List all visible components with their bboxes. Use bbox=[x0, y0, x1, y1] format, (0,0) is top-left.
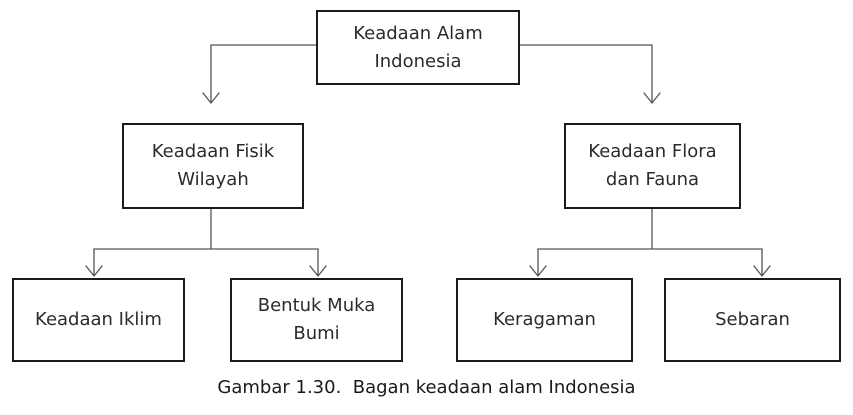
arrow-to-sebaran-icon bbox=[753, 265, 771, 277]
connector-flora-bar bbox=[537, 248, 763, 276]
node-keadaan-fisik-wilayah: Keadaan Fisik Wilayah bbox=[122, 123, 304, 209]
connector-fisik-bar bbox=[93, 248, 319, 276]
node-bentuk-muka-bumi: Bentuk Muka Bumi bbox=[230, 278, 403, 362]
node-label: Keadaan Flora dan Fauna bbox=[588, 141, 717, 190]
node-keadaan-iklim: Keadaan Iklim bbox=[12, 278, 185, 362]
node-keragaman: Keragaman bbox=[456, 278, 633, 362]
arrow-to-fisik-icon bbox=[202, 92, 220, 104]
connector-root-right bbox=[520, 44, 653, 103]
node-keadaan-flora-fauna: Keadaan Flora dan Fauna bbox=[564, 123, 741, 209]
arrow-to-bentuk-icon bbox=[309, 265, 327, 277]
node-sebaran: Sebaran bbox=[664, 278, 841, 362]
connector-root-left bbox=[210, 44, 316, 103]
arrow-to-iklim-icon bbox=[85, 265, 103, 277]
node-label: Keadaan Iklim bbox=[35, 309, 162, 330]
figure-caption: Gambar 1.30. Bagan keadaan alam Indonesi… bbox=[217, 377, 636, 398]
node-label: Keadaan Alam Indonesia bbox=[353, 22, 483, 72]
arrow-to-flora-icon bbox=[643, 92, 661, 104]
node-label: Sebaran bbox=[715, 309, 790, 330]
node-label: Bentuk Muka Bumi bbox=[257, 295, 376, 344]
node-label: Keadaan Fisik Wilayah bbox=[151, 141, 275, 190]
node-keadaan-alam-indonesia: Keadaan Alam Indonesia bbox=[316, 10, 520, 85]
node-label: Keragaman bbox=[493, 309, 596, 330]
arrow-to-keragaman-icon bbox=[529, 265, 547, 277]
